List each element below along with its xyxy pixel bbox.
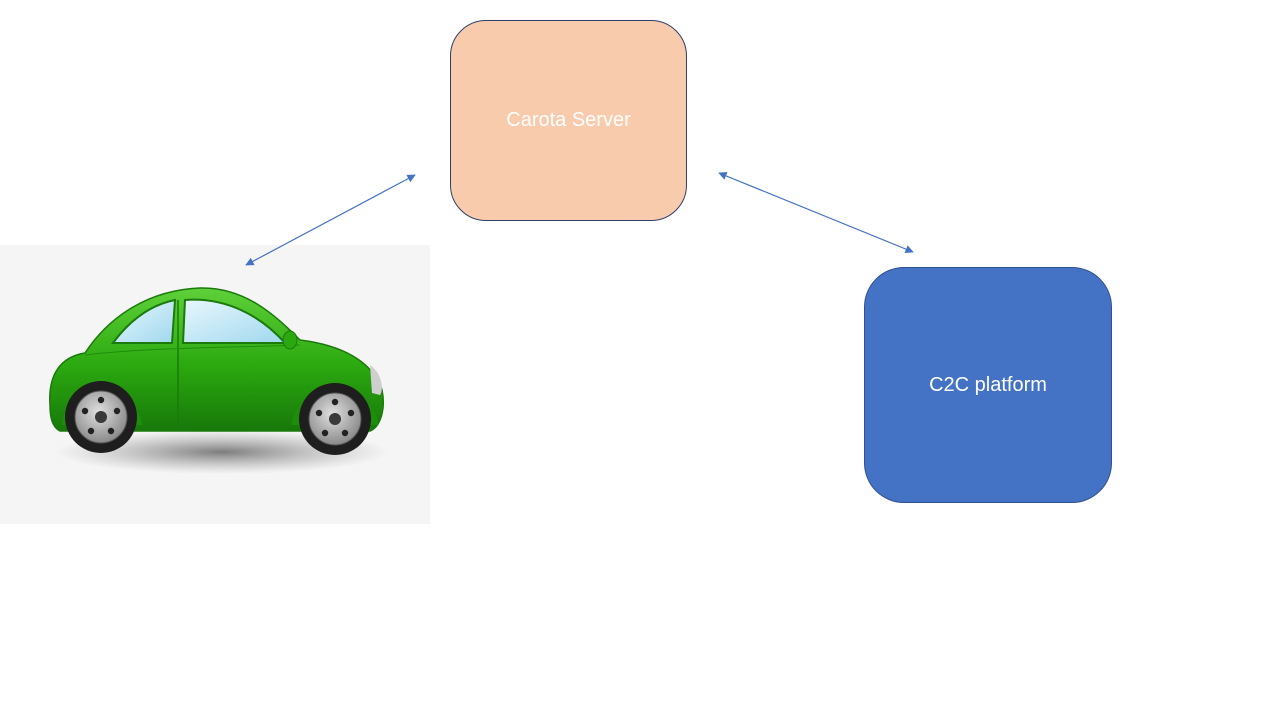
car-belt-line <box>84 344 301 356</box>
c2c-platform-label: C2C platform <box>929 373 1047 396</box>
car-shadow <box>54 430 390 474</box>
server-platform-connector <box>718 171 914 254</box>
c2c-platform-node: C2C platform <box>864 267 1112 503</box>
front-wheel <box>299 383 371 455</box>
green-car-icon <box>49 287 390 474</box>
car-mirror <box>282 330 298 350</box>
car-rear-window <box>111 298 177 344</box>
car-rear-bumper <box>370 365 382 395</box>
car-server-connector <box>245 174 416 266</box>
rear-wheel <box>65 381 137 453</box>
carota-server-label: Carota Server <box>506 109 631 131</box>
carota-server-node: Carota Server <box>450 20 687 221</box>
car-image <box>0 245 430 524</box>
